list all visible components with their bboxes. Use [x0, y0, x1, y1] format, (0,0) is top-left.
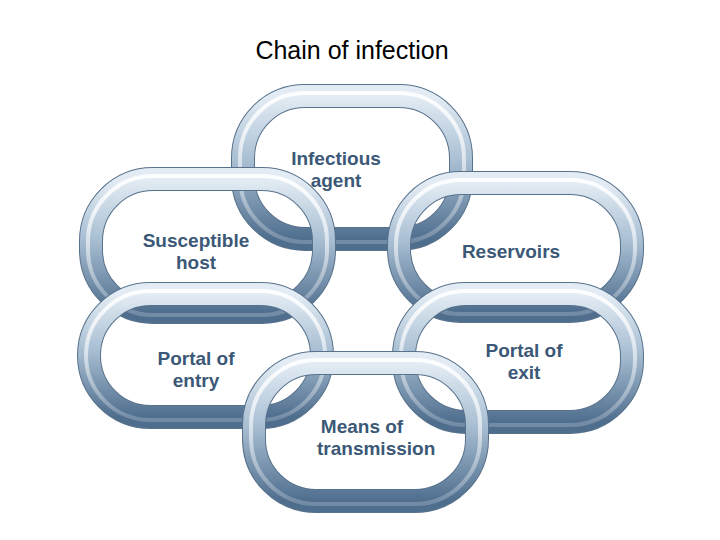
link-label-group: Means of transmission	[317, 416, 407, 460]
chain-link: Means of transmission	[243, 352, 488, 512]
link-label-group: Reservoirs	[441, 241, 581, 263]
link-shadow	[254, 363, 477, 501]
link-label-group: Portal of exit	[484, 340, 564, 384]
link-body	[89, 294, 322, 417]
link-label: Susceptible host	[126, 230, 266, 274]
link-highlight	[86, 291, 325, 420]
link-highlight	[240, 93, 464, 242]
link-label-group: Susceptible host	[126, 230, 266, 274]
link-shadow	[243, 96, 461, 239]
link-body	[243, 96, 461, 239]
link-label: Portal of exit	[484, 340, 564, 384]
link-highlight	[251, 360, 480, 504]
diagram-title: Chain of infection	[0, 36, 704, 65]
link-shadow	[89, 294, 322, 417]
link-label: Means of transmission	[317, 416, 407, 460]
link-body	[254, 363, 477, 501]
link-label: Reservoirs	[441, 241, 581, 263]
link-label-group: Portal of entry	[141, 348, 251, 392]
link-label: Portal of entry	[141, 348, 251, 392]
